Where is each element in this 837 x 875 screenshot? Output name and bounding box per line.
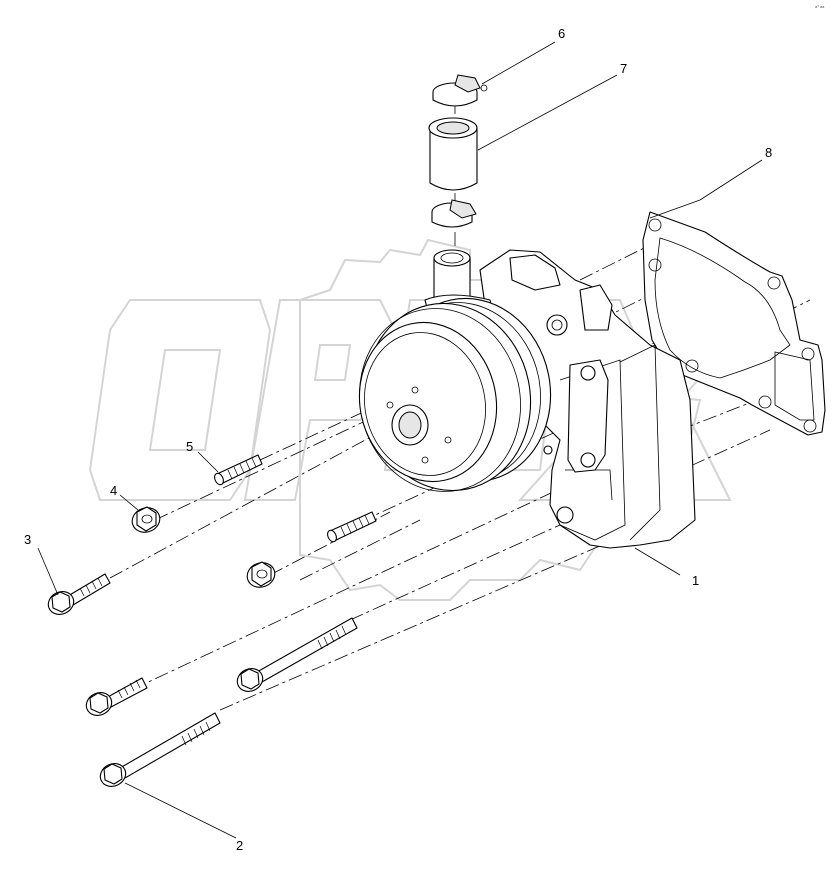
callout-3: 3: [24, 532, 31, 547]
flange-bolt-lower: [85, 677, 148, 716]
flange-bolt-upper: [47, 573, 111, 615]
flange-nut-upper: [131, 506, 161, 533]
long-flange-bolt-lower: [99, 712, 221, 787]
flange-nut-lower: [246, 561, 276, 588]
callout-7: 7: [620, 61, 627, 76]
callout-5: 5: [186, 439, 193, 454]
gasket: [642, 211, 826, 436]
long-flange-bolt-upper: [236, 617, 358, 692]
callout-labels: 1 2 3 4 5 6 7 8 a⁰ aa: [24, 4, 825, 853]
hose-clamp-lower: [431, 199, 477, 228]
hose: [428, 117, 478, 191]
callout-1: 1: [692, 573, 699, 588]
callout-4: 4: [110, 483, 117, 498]
callout-6: 6: [558, 26, 565, 41]
stud-upper: [214, 454, 263, 486]
callout-2: 2: [236, 838, 243, 853]
callout-8: 8: [765, 145, 772, 160]
stud-lower: [327, 511, 377, 543]
hose-clamp-upper: [432, 74, 488, 107]
water-pump-assembly: [358, 249, 696, 549]
leader-lines: [37, 41, 763, 839]
corner-mark: a⁰ aa: [815, 4, 825, 9]
